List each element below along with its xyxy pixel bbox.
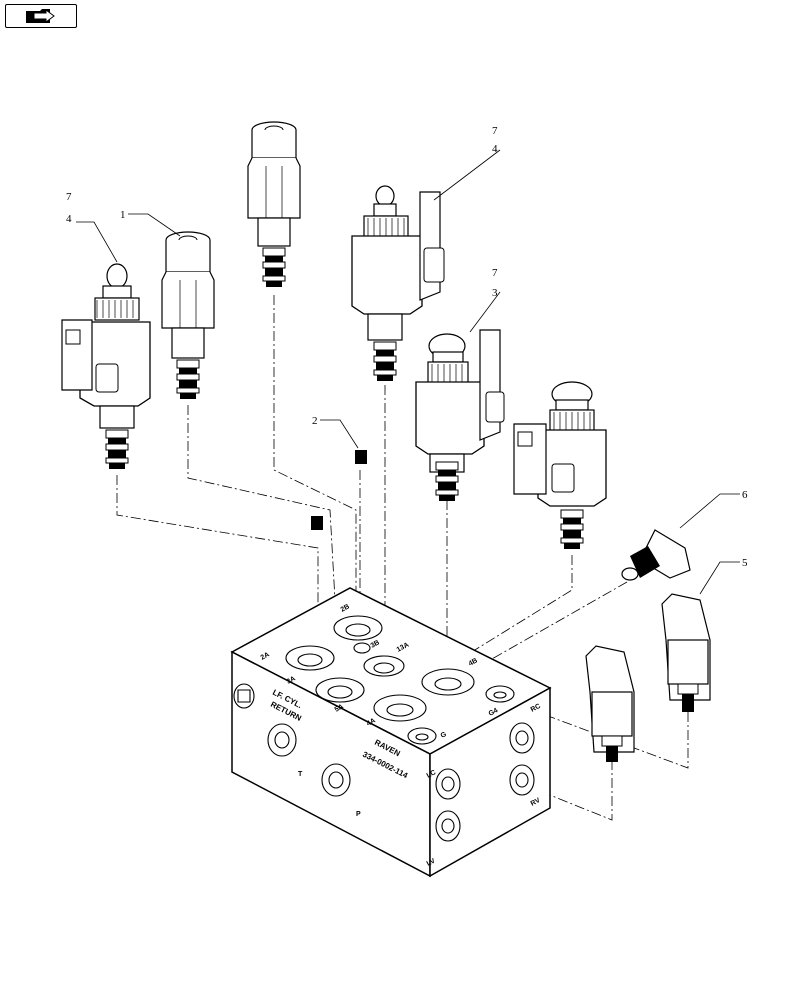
plug-set-screw — [311, 450, 367, 530]
port-label-rv: RV — [530, 797, 542, 808]
port-label-2a: 2A — [260, 651, 271, 661]
solenoid-valve-right — [415, 329, 505, 502]
arrow-folder-icon — [26, 9, 55, 23]
callout-leaders — [76, 149, 740, 595]
port-label-lv: LV — [426, 857, 437, 867]
callout-3: 3 — [492, 287, 498, 299]
pressure-sensor-2 — [585, 645, 635, 762]
port-label-4a: 4A — [366, 717, 377, 727]
manifold-block: LF. CYL. RETURN RAVEN 334-0002-114 2A 2B… — [230, 587, 552, 878]
callout-2: 2 — [312, 415, 318, 427]
callout-1: 1 — [120, 209, 126, 221]
port-label-rc: RC — [530, 703, 542, 714]
port-label-5a: 5A — [334, 703, 345, 713]
nav-button[interactable] — [5, 4, 77, 28]
cartridge-valve-1 — [161, 231, 215, 400]
port-label-g4: G4 — [488, 707, 500, 718]
port-label-3a: 3A — [286, 675, 297, 685]
port-label-3b: 3B — [370, 639, 381, 649]
pressure-sensor-1 — [661, 593, 711, 712]
port-label-g: G — [440, 731, 449, 740]
port-label-2b: 2B — [340, 603, 351, 613]
callout-7b: 7 — [492, 125, 498, 137]
solenoid-valve-left — [61, 263, 151, 470]
front-ports — [233, 683, 351, 797]
callout-7a: 7 — [66, 191, 72, 203]
top-ports — [285, 615, 515, 745]
callout-7c: 7 — [492, 267, 498, 279]
solenoid-valve-far-right — [513, 381, 607, 550]
callout-5: 5 — [742, 557, 748, 569]
port-label-t: T — [298, 771, 303, 778]
callout-6: 6 — [742, 489, 748, 501]
side-ports — [435, 722, 535, 842]
port-label-p: P — [356, 811, 361, 818]
solenoid-valve-center — [351, 185, 445, 382]
cartridge-valve-top — [247, 121, 301, 288]
port-label-4b: 4B — [468, 657, 479, 667]
callout-4b: 4 — [492, 143, 498, 155]
port-label-lc: LC — [426, 769, 438, 780]
check-valve — [621, 529, 691, 581]
callout-4a: 4 — [66, 213, 72, 225]
